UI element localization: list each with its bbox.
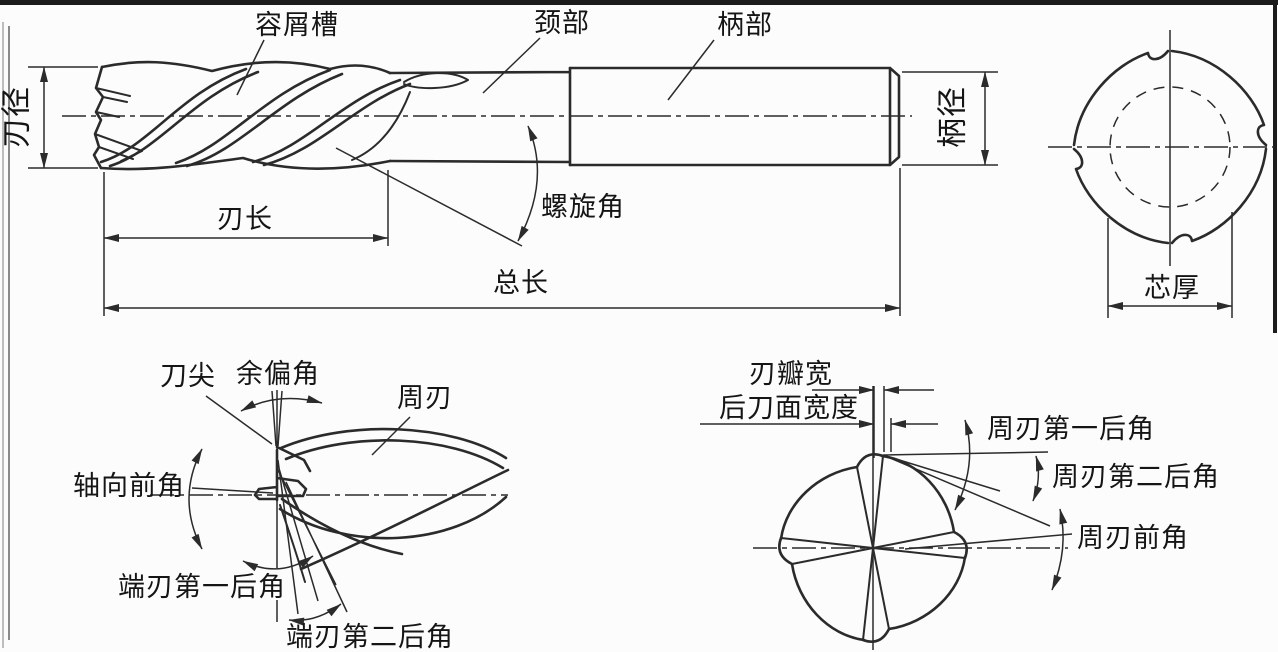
label-peripheral-first-relief: 周刃第一后角 [987,414,1155,444]
tip-flute-curves [278,427,510,571]
section-spokes [780,455,966,641]
end-relief-fan-lines [277,459,348,615]
dim-land-width: 刃瓣宽 [749,359,934,394]
rake-angle-ray [904,533,1073,550]
label-peripheral-edge: 周刃 [397,383,453,413]
dim-helix-angle: 螺旋角 [335,125,625,247]
label-edge-length: 刃长 [217,204,273,234]
label-neck: 颈部 [534,8,590,38]
flute-top-silhouette [100,60,392,75]
label-tool-tip: 刀尖 [160,361,216,391]
label-peripheral-rake: 周刃前角 [1077,523,1189,553]
neck-outline [388,66,572,167]
peripheral-edge-leader [371,416,411,456]
core-circle [1109,86,1231,208]
offset-angle-arc [240,395,323,412]
label-peripheral-second-relief: 周刃第二后角 [1052,462,1220,492]
label-shank: 柄部 [717,10,773,40]
dim-overall-length: 总长 [103,168,901,316]
label-minor-offset-angle: 余偏角 [236,359,320,389]
cutter-left-end-outline [92,65,105,170]
end-relief-face-curve [279,504,306,583]
dim-edge-length: 刃长 [103,170,389,316]
side-view: 刃径 柄径 刃长 总长 螺旋角 容屑槽 颈部 柄部 [1,8,998,316]
helical-flute-curves [99,67,412,168]
label-shank-diameter: 柄径 [937,86,970,148]
tool-tip-leader [205,395,273,445]
dim-flank-width: 后刀面宽度 [700,393,938,428]
end-view: 芯厚 [1048,30,1274,318]
label-core-thickness: 芯厚 [1144,273,1200,303]
label-flank-width: 后刀面宽度 [719,393,859,423]
label-end-first-relief-angle: 端刃第一后角 [118,572,286,602]
axial-rake-arc [188,448,203,550]
label-axial-rake-angle: 轴向前角 [73,471,185,501]
dim-edge-diameter: 刃径 [1,66,98,169]
label-edge-diameter: 刃径 [1,86,34,148]
width-extension-lines [873,386,892,458]
label-end-second-relief-angle: 端刃第二后角 [286,622,454,652]
tip-tooth-outline [253,445,312,502]
flute-bottom-silhouette [99,156,392,171]
dim-core-thickness: 芯厚 [1107,212,1233,318]
label-chip-flute: 容屑槽 [255,10,339,40]
neck-leader [482,37,541,94]
label-overall-length: 总长 [493,268,549,298]
shank-outline [568,66,901,167]
flute-runout-oval [403,72,469,90]
label-land-width: 刃瓣宽 [749,359,833,389]
end-teeth-lines [94,87,143,162]
peripheral-rake-arc [1051,508,1068,591]
dim-shank-diameter: 柄径 [902,71,998,166]
end-view-outline [1072,49,1268,245]
end-second-relief-arc [288,603,342,626]
label-helix-angle: 螺旋角 [541,192,625,222]
flute-runout-curve [351,91,411,161]
peripheral-first-relief-arc [954,419,974,511]
axial-rake-ray [191,487,274,494]
edge-section-view: 刃瓣宽 后刀面宽度 周刃第一后角 周刃第二后角 周刃前角 [700,359,1220,650]
relief-angle-rays [882,451,1051,527]
end-first-relief-arc [242,555,314,572]
tip-detail-view: 余偏角 刀尖 周刃 轴向前角 端刃第一后角 端刃第二后角 [73,359,510,652]
chip-flute-leader [236,39,265,96]
peripheral-second-relief-arc [1032,455,1044,502]
shank-leader [667,39,715,101]
